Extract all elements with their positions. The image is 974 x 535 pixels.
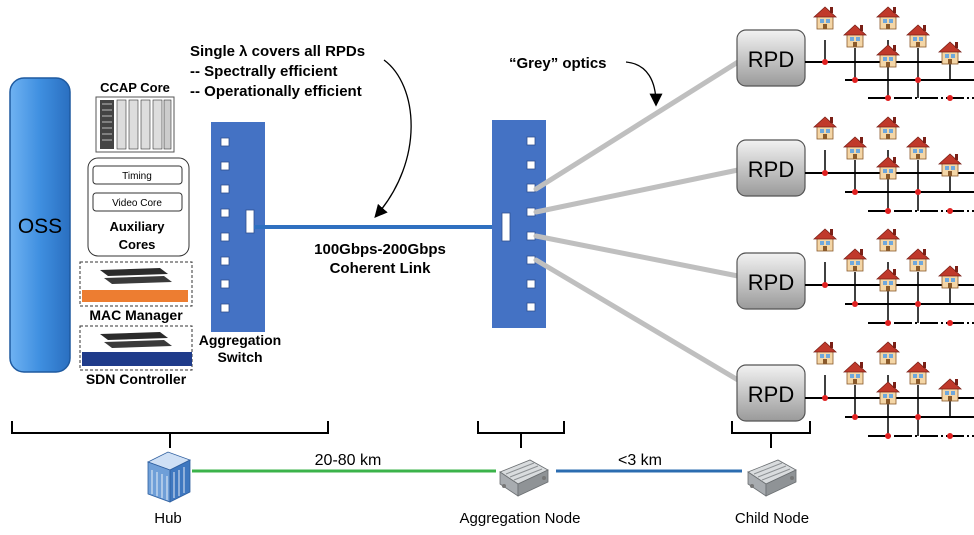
aggregation-node-device-icon xyxy=(499,459,549,497)
sdn-controller-label: SDN Controller xyxy=(86,371,187,387)
hub-label: Hub xyxy=(154,510,182,527)
mac-manager-bar xyxy=(82,290,188,302)
rpd-group-4: RPD xyxy=(736,341,974,439)
ccap-rack-icon xyxy=(95,96,175,153)
house-icon xyxy=(876,268,900,292)
rpd-box xyxy=(736,29,806,87)
mac-manager-box xyxy=(79,261,193,307)
aggregation-node-bracket xyxy=(477,421,565,448)
house-icon xyxy=(813,228,837,252)
house-icon xyxy=(938,378,962,402)
timing-box xyxy=(92,165,183,185)
house-icon xyxy=(843,136,867,160)
ccap-core-title: CCAP Core xyxy=(100,80,170,95)
child-node-bracket xyxy=(731,421,811,448)
grey-optics-fibers xyxy=(533,59,741,383)
timing-label: Timing xyxy=(122,171,152,182)
annotation-line3: -- Operationally efficient xyxy=(190,83,362,100)
grey-optics-label: “Grey” optics xyxy=(509,55,607,72)
hub-distance-label: 20-80 km xyxy=(315,452,382,469)
video-core-box xyxy=(92,192,183,212)
house-icon xyxy=(906,24,930,48)
annotation-line2: -- Spectrally efficient xyxy=(190,63,338,80)
hub-bracket xyxy=(11,421,329,448)
house-icon xyxy=(938,265,962,289)
annotation-arrow xyxy=(374,59,412,218)
aggregation-switch-label-line2: Switch xyxy=(217,349,262,365)
house-icon xyxy=(906,136,930,160)
sdn-controller-box xyxy=(79,325,193,371)
house-icon xyxy=(876,381,900,405)
house-icon xyxy=(876,116,900,140)
house-icon xyxy=(876,156,900,180)
rpd-box xyxy=(736,364,806,422)
hub-switch-ports xyxy=(220,137,255,313)
house-icon xyxy=(906,361,930,385)
child-node-device-icon xyxy=(747,459,797,497)
auxiliary-label-line2: Cores xyxy=(119,237,156,252)
house-icon xyxy=(906,248,930,272)
coherent-link-label-line1: 100Gbps-200Gbps xyxy=(314,241,446,258)
house-icon xyxy=(843,361,867,385)
rpd-box xyxy=(736,252,806,310)
aggregation-switch-node xyxy=(492,120,546,328)
house-icon xyxy=(876,341,900,365)
aggregation-node-label: Aggregation Node xyxy=(460,510,581,527)
child-node-label: Child Node xyxy=(735,510,809,527)
aggregation-switch-label-line1: Aggregation xyxy=(199,332,281,348)
mac-manager-server-icon xyxy=(100,268,172,284)
rpd-label: RPD xyxy=(748,47,794,72)
house-icon xyxy=(843,248,867,272)
auxiliary-label-line1: Auxiliary xyxy=(110,219,166,234)
house-icon xyxy=(938,41,962,65)
rpd-group-2: RPD xyxy=(736,116,974,214)
grey-optics-arrow xyxy=(625,61,663,107)
annotation-line1: Single λ covers all RPDs xyxy=(190,43,365,60)
house-icon xyxy=(813,341,837,365)
oss-block xyxy=(9,77,71,373)
sdn-controller-server-icon xyxy=(100,332,172,348)
rpd-group-1: RPD xyxy=(736,6,974,101)
rpd-group-3: RPD xyxy=(736,228,974,326)
sdn-controller-bar xyxy=(82,352,192,366)
hub-building-icon xyxy=(146,451,192,503)
node-distance-label: <3 km xyxy=(618,452,662,469)
video-core-label: Video Core xyxy=(112,198,162,209)
house-icon xyxy=(813,116,837,140)
mac-manager-label: MAC Manager xyxy=(89,307,183,323)
oss-label: OSS xyxy=(18,215,62,238)
house-icon xyxy=(876,228,900,252)
house-icon xyxy=(843,24,867,48)
house-icon xyxy=(876,6,900,30)
rpd-label: RPD xyxy=(748,157,794,182)
coherent-link-label-line2: Coherent Link xyxy=(330,260,431,277)
house-icon xyxy=(876,44,900,68)
rpd-label: RPD xyxy=(748,382,794,407)
house-icon xyxy=(813,6,837,30)
house-icon xyxy=(938,153,962,177)
node-switch-ports xyxy=(501,136,536,312)
rpd-box xyxy=(736,139,806,197)
rpd-label: RPD xyxy=(748,270,794,295)
